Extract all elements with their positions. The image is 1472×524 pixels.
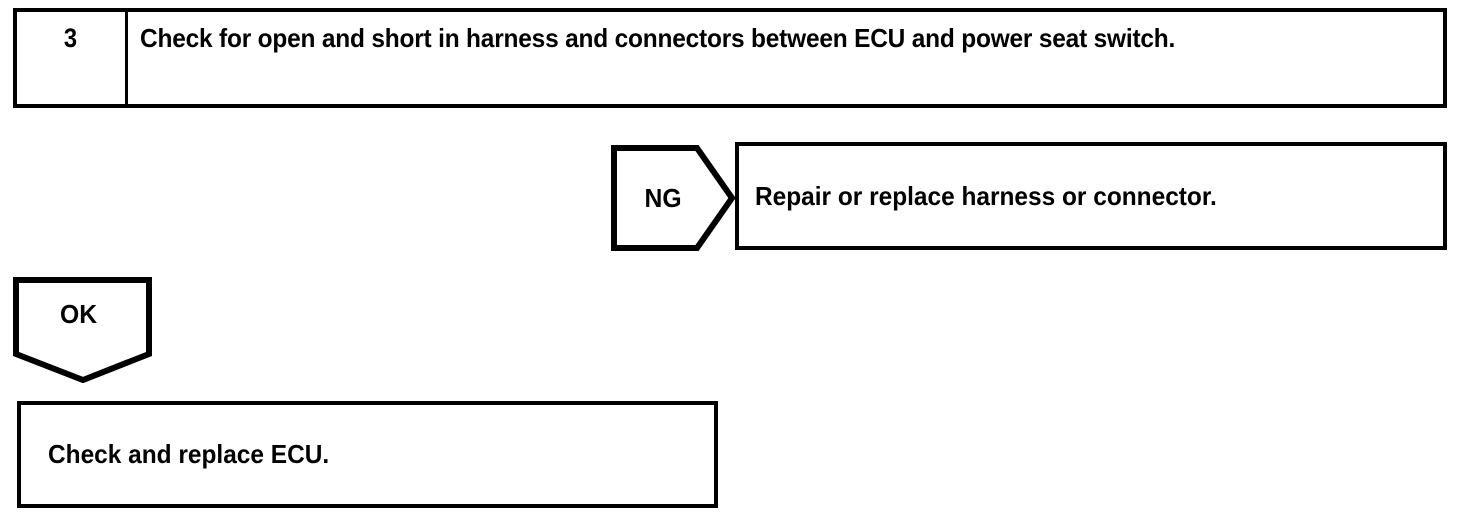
ok-pentagon-shape (13, 277, 152, 383)
ng-outcome-text: Repair or replace harness or connector. (755, 180, 1217, 211)
step-number-cell: 3 (17, 12, 128, 104)
ng-branch-label: NG (644, 182, 682, 213)
step-number: 3 (64, 23, 78, 53)
ng-pentagon-shape (611, 145, 735, 251)
ng-outcome-box: Repair or replace harness or connector. (735, 142, 1447, 250)
step-row: 3 Check for open and short in harness an… (13, 8, 1447, 108)
step-instruction-cell: Check for open and short in harness and … (128, 12, 1443, 104)
ng-branch-arrow: NG (611, 145, 735, 251)
ok-branch-label: OK (60, 299, 98, 329)
ok-outcome-box: Check and replace ECU. (17, 401, 718, 508)
ok-outcome-text: Check and replace ECU. (48, 439, 330, 470)
step-instruction-text: Check for open and short in harness and … (140, 23, 1176, 53)
ok-branch-arrow: OK (13, 277, 152, 383)
